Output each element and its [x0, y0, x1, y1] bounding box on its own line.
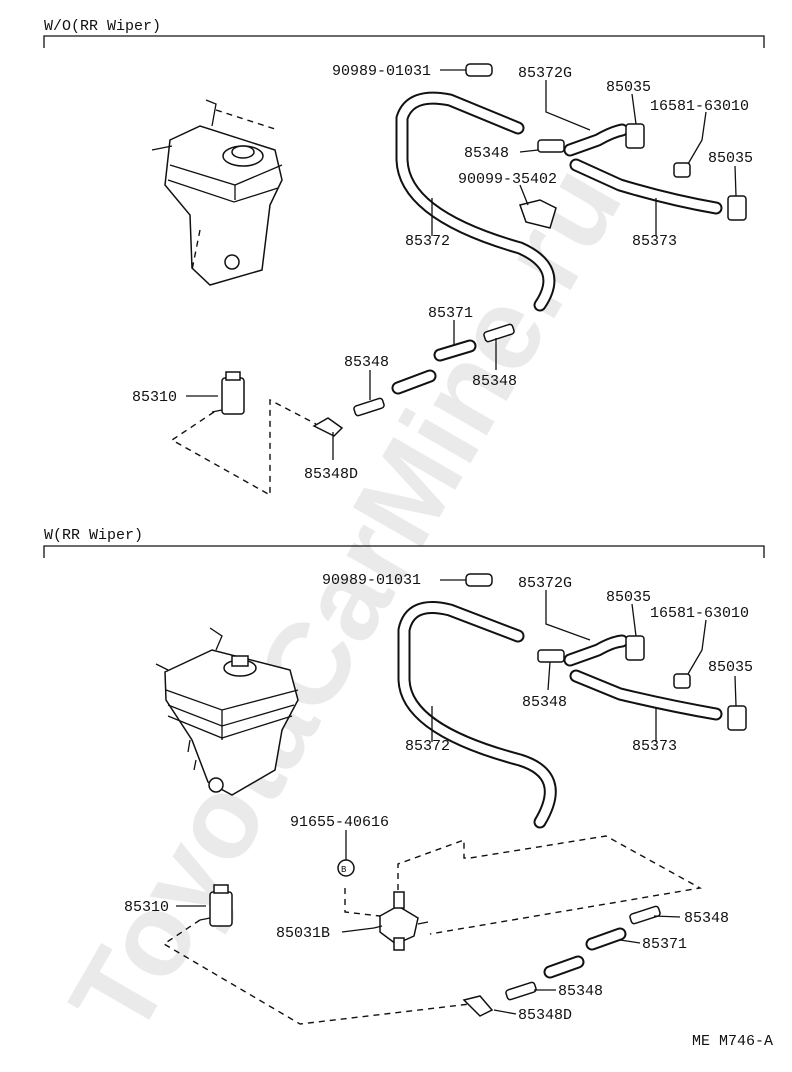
routing-dashed-line	[344, 888, 381, 917]
label-85035: 85035	[606, 589, 651, 606]
label-90989-01031: 90989-01031	[322, 572, 421, 589]
section-without-rear-wiper: W/O(RR Wiper)	[43, 18, 765, 497]
nozzle-icon	[727, 195, 747, 221]
label-85035: 85035	[606, 79, 651, 96]
label-90989-01031: 90989-01031	[332, 63, 431, 80]
label-85348: 85348	[472, 373, 517, 390]
joint-icon	[505, 981, 537, 1001]
joint-icon	[537, 139, 565, 153]
nozzle-plug-icon	[673, 673, 691, 689]
label-85348d: 85348D	[304, 466, 358, 483]
label-85348: 85348	[558, 983, 603, 1000]
label-85372g: 85372G	[518, 575, 572, 592]
clamp-icon	[519, 199, 557, 229]
nozzle-plug-icon	[673, 162, 691, 178]
section-title: W(RR Wiper)	[44, 527, 143, 544]
watermark-text: ToyotaCarMine.ru	[45, 144, 646, 1056]
elbow-joint-icon	[312, 417, 344, 437]
label-85348: 85348	[684, 910, 729, 927]
joint-icon	[483, 323, 515, 343]
pump-motor-icon	[199, 884, 233, 927]
label-85371: 85371	[428, 305, 473, 322]
clamp-icon	[465, 573, 493, 587]
leader-lines	[186, 69, 737, 460]
label-85310: 85310	[124, 899, 169, 916]
washer-tank-icon	[151, 99, 283, 286]
label-85348: 85348	[464, 145, 509, 162]
label-85348: 85348	[344, 354, 389, 371]
joint-icon	[353, 397, 385, 417]
nozzle-icon	[727, 705, 747, 731]
routing-dashed-line	[170, 398, 317, 497]
label-91655-40616: 91655-40616	[290, 814, 389, 831]
label-85372g: 85372G	[518, 65, 572, 82]
section-bracket	[43, 545, 765, 558]
routing-dashed-line	[397, 835, 703, 935]
section-with-rear-wiper: W(RR Wiper)	[43, 527, 765, 1025]
check-valve-icon	[373, 891, 429, 951]
washer-tank-icon	[155, 627, 299, 796]
section-title: W/O(RR Wiper)	[44, 18, 161, 35]
joint-icon	[629, 905, 661, 925]
label-85372: 85372	[405, 233, 450, 250]
pump-motor-icon	[211, 371, 245, 415]
label-16581-63010: 16581-63010	[650, 98, 749, 115]
figure-code: ME M746-A	[692, 1033, 773, 1050]
label-85031b: 85031B	[276, 925, 330, 942]
label-85372: 85372	[405, 738, 450, 755]
leader-lines	[176, 579, 737, 1015]
label-85035: 85035	[708, 659, 753, 676]
clamp-icon	[465, 63, 493, 77]
label-85035: 85035	[708, 150, 753, 167]
section-bracket	[43, 35, 765, 48]
joint-icon	[537, 649, 565, 663]
label-85310: 85310	[132, 389, 177, 406]
label-85373: 85373	[632, 233, 677, 250]
label-85348d: 85348D	[518, 1007, 572, 1024]
nozzle-icon	[625, 123, 645, 149]
label-85373: 85373	[632, 738, 677, 755]
elbow-joint-icon	[462, 995, 494, 1017]
label-85348: 85348	[522, 694, 567, 711]
label-16581-63010: 16581-63010	[650, 605, 749, 622]
label-85371: 85371	[642, 936, 687, 953]
routing-dashed-line	[162, 919, 471, 1025]
label-90099-35402: 90099-35402	[458, 171, 557, 188]
nozzle-icon	[625, 635, 645, 661]
bolt-mark: B	[341, 865, 347, 875]
